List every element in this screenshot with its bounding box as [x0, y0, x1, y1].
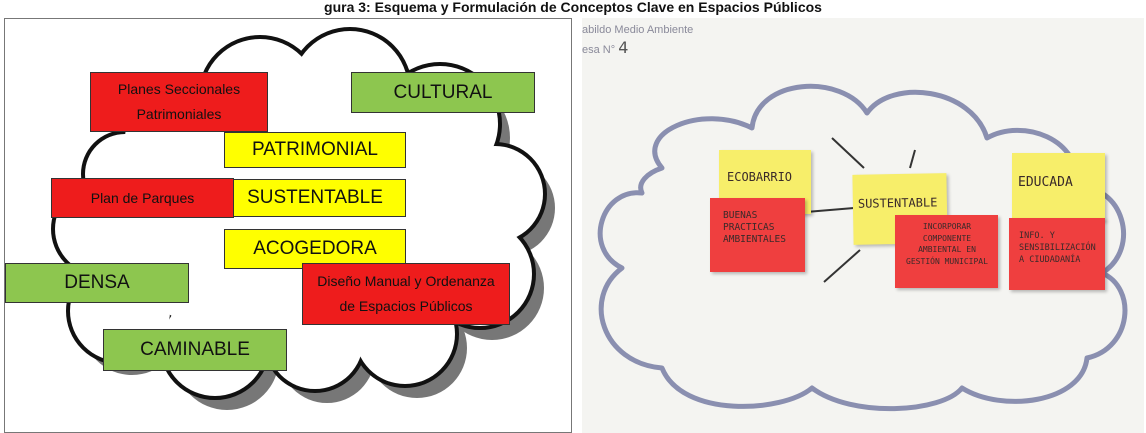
workshop-photo-panel: abildo Medio Ambiente esa N° 4 ECOBARRIO…	[582, 18, 1144, 433]
note-incorporar-componente: INCORPORAR COMPONENTE AMBIENTAL EN GESTI…	[895, 215, 998, 288]
caminable-box: CAMINABLE	[103, 329, 287, 371]
note-educada: EDUCADA	[1012, 153, 1105, 221]
mesa-number: 4	[618, 38, 629, 57]
patrimonial-box: PATRIMONIAL	[224, 132, 406, 168]
figure-caption: gura 3: Esquema y Formulación de Concept…	[324, 0, 822, 15]
planes-seccionales-box: Planes Seccionales Patrimoniales	[90, 72, 268, 132]
concept-diagram-panel: Planes Seccionales Patrimoniales CULTURA…	[4, 18, 572, 433]
photo-header-title: abildo Medio Ambiente	[582, 24, 694, 36]
note-info-sensibilizacion: INFO. Y SENSIBILIZACIÓN A CIUDADANÍA	[1009, 218, 1105, 290]
note-buenas-practicas: BUENAS PRACTICAS AMBIENTALES	[710, 198, 805, 272]
sustentable-box: SUSTENTABLE	[224, 179, 406, 217]
photo-header-mesa: esa N° 4	[582, 38, 628, 57]
mesa-label: esa N°	[582, 44, 616, 56]
acogedora-box: ACOGEDORA	[224, 229, 406, 269]
densa-box: DENSA	[5, 263, 189, 303]
diseno-manual-box: Diseño Manual y Ordenanza de Espacios Pú…	[302, 263, 510, 325]
plan-parques-box: Plan de Parques	[51, 178, 234, 218]
cultural-box: CULTURAL	[351, 72, 535, 113]
